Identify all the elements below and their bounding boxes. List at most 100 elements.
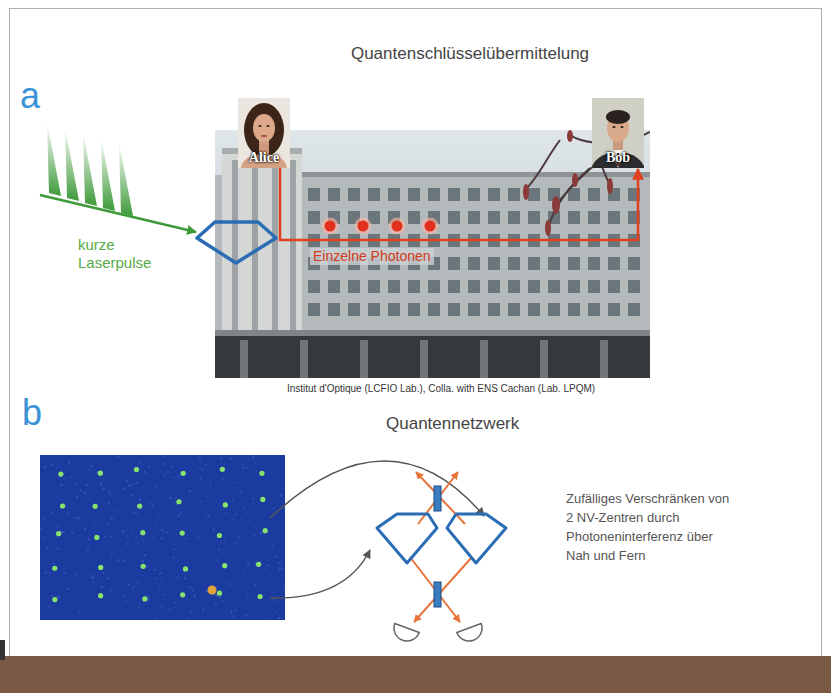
- noise-pixel: [199, 536, 201, 538]
- window: [408, 211, 420, 224]
- noise-pixel: [217, 586, 219, 588]
- window: [568, 303, 580, 316]
- noise-pixel: [242, 467, 244, 469]
- portrait-part: [244, 103, 284, 157]
- noise-pixel: [91, 577, 93, 579]
- noise-pixel: [75, 483, 77, 485]
- noise-pixel: [192, 589, 194, 591]
- noise-pixel: [159, 588, 161, 590]
- noise-pixel: [163, 455, 165, 457]
- noise-pixel: [111, 518, 113, 520]
- nv-image-part: [208, 586, 217, 595]
- building-photo-part: [290, 160, 296, 335]
- noise-pixel: [155, 524, 157, 526]
- noise-pixel: [123, 595, 125, 597]
- panel-letter: b: [22, 391, 42, 434]
- noise-pixel: [57, 526, 59, 528]
- noise-pixel: [53, 563, 55, 565]
- window: [628, 303, 640, 316]
- noise-pixel: [273, 507, 275, 509]
- window: [308, 188, 320, 201]
- noise-pixel: [57, 596, 59, 598]
- noise-pixel: [199, 457, 201, 459]
- noise-pixel: [245, 614, 247, 616]
- noise-pixel: [126, 535, 128, 537]
- noise-pixel: [275, 556, 277, 558]
- noise-pixel: [173, 522, 175, 524]
- noise-pixel: [206, 510, 208, 512]
- leaves-part: [545, 220, 551, 236]
- noise-pixel: [166, 531, 168, 533]
- photon-dots-part: [325, 221, 336, 232]
- window: [408, 188, 420, 201]
- noise-pixel: [207, 523, 209, 525]
- window: [328, 188, 340, 201]
- window: [468, 211, 480, 224]
- noise-pixel: [132, 483, 134, 485]
- window: [588, 280, 600, 293]
- nv-centre: [52, 566, 57, 571]
- window: [388, 188, 400, 201]
- noise-pixel: [216, 595, 218, 597]
- window: [428, 188, 440, 201]
- noise-pixel: [235, 542, 237, 544]
- window: [588, 211, 600, 224]
- noise-pixel: [135, 512, 137, 514]
- noise-pixel: [176, 577, 178, 579]
- noise-pixel: [52, 463, 54, 465]
- noise-pixel: [109, 558, 111, 560]
- nv-centre: [98, 565, 103, 570]
- noise-pixel: [171, 466, 173, 468]
- noise-pixel: [66, 512, 68, 514]
- nv-centre: [259, 471, 264, 476]
- noise-pixel: [100, 484, 102, 486]
- laser-label: kurze Laserpulse: [78, 236, 170, 272]
- window: [548, 257, 560, 270]
- noise-pixel: [255, 463, 257, 465]
- pointer-arrows: [270, 461, 484, 598]
- noise-pixel: [175, 533, 177, 535]
- noise-pixel: [146, 566, 148, 568]
- noise-pixel: [117, 456, 119, 458]
- noise-pixel: [91, 465, 93, 467]
- noise-pixel: [255, 471, 257, 473]
- noise-pixel: [240, 490, 242, 492]
- window: [488, 303, 500, 316]
- noise-pixel: [176, 476, 178, 478]
- noise-pixel: [124, 560, 126, 562]
- window: [448, 257, 460, 270]
- nv-centre: [180, 530, 185, 535]
- noise-pixel: [219, 596, 221, 598]
- noise-pixel: [87, 469, 89, 471]
- photon-dots-part: [425, 221, 436, 232]
- laser-pulses-part: [101, 137, 115, 211]
- frame-part: [10, 9, 822, 657]
- interference-setup: [377, 472, 506, 645]
- nv-centre: [263, 528, 268, 533]
- noise-pixel: [110, 553, 112, 555]
- noise-pixel: [232, 615, 234, 617]
- window: [508, 280, 520, 293]
- noise-pixel: [71, 532, 73, 534]
- window: [308, 280, 320, 293]
- leaves-part: [552, 196, 560, 214]
- noise-pixel: [58, 456, 60, 458]
- noise-pixel: [108, 502, 110, 504]
- noise-pixel: [238, 536, 240, 538]
- noise-pixel: [107, 523, 109, 525]
- window: [428, 303, 440, 316]
- noise-pixel: [280, 495, 282, 497]
- noise-pixel: [60, 484, 62, 486]
- noise-pixel: [84, 492, 86, 494]
- noise-pixel: [243, 507, 245, 509]
- noise-pixel: [44, 523, 46, 525]
- laser-pulses-part: [119, 142, 133, 216]
- noise-pixel: [78, 517, 80, 519]
- nv-centre: [222, 563, 227, 568]
- window: [588, 257, 600, 270]
- noise-pixel: [85, 590, 87, 592]
- building-photo-part: [215, 330, 650, 336]
- noise-pixel: [234, 482, 236, 484]
- noise-pixel: [243, 573, 245, 575]
